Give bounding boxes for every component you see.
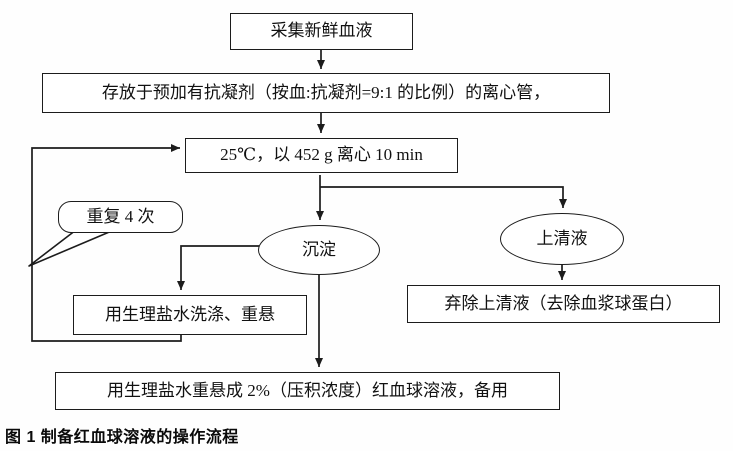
node-label: 用生理盐水洗涤、重悬: [105, 304, 275, 324]
repeat-callout-tail: [28, 229, 115, 267]
node-label: 存放于预加有抗凝剂（按血:抗凝剂=9:1 的比例）的离心管，: [101, 82, 551, 102]
node-label: 弃除上清液（去除血浆球蛋白）: [444, 293, 683, 313]
node-store-anticoagulant-tube: 存放于预加有抗凝剂（按血:抗凝剂=9:1 的比例）的离心管，: [42, 73, 610, 113]
node-label: 用生理盐水重悬成 2%（压积浓度）红血球溶液，备用: [107, 380, 508, 400]
node-label: 上清液: [536, 228, 588, 248]
node-final-2pct-rbc-solution: 用生理盐水重悬成 2%（压积浓度）红血球溶液，备用: [55, 372, 560, 410]
node-label: 重复 4 次: [86, 206, 155, 226]
edge-sediment-wash: [177, 245, 259, 290]
node-discard-supernatant: 弃除上清液（去除血浆球蛋白）: [407, 285, 720, 323]
node-label: 25℃，以 452 g 离心 10 min: [220, 145, 423, 165]
node-collect-fresh-blood: 采集新鲜血液: [230, 13, 413, 50]
node-sediment: 沉淀: [258, 225, 380, 275]
node-wash-resuspend-saline: 用生理盐水洗涤、重悬: [73, 295, 307, 335]
callout-repeat-4-times: 重复 4 次: [58, 201, 183, 233]
edge-centrifuge-supernatant: [320, 186, 567, 208]
node-label: 沉淀: [302, 239, 336, 259]
node-label: 采集新鲜血液: [270, 21, 373, 41]
edge-wash-centrifuge-loop: [31, 144, 182, 342]
node-centrifuge-conditions: 25℃，以 452 g 离心 10 min: [185, 138, 458, 173]
figure-caption: 图 1 制备红血球溶液的操作流程: [5, 429, 239, 446]
node-supernatant: 上清液: [500, 213, 624, 265]
